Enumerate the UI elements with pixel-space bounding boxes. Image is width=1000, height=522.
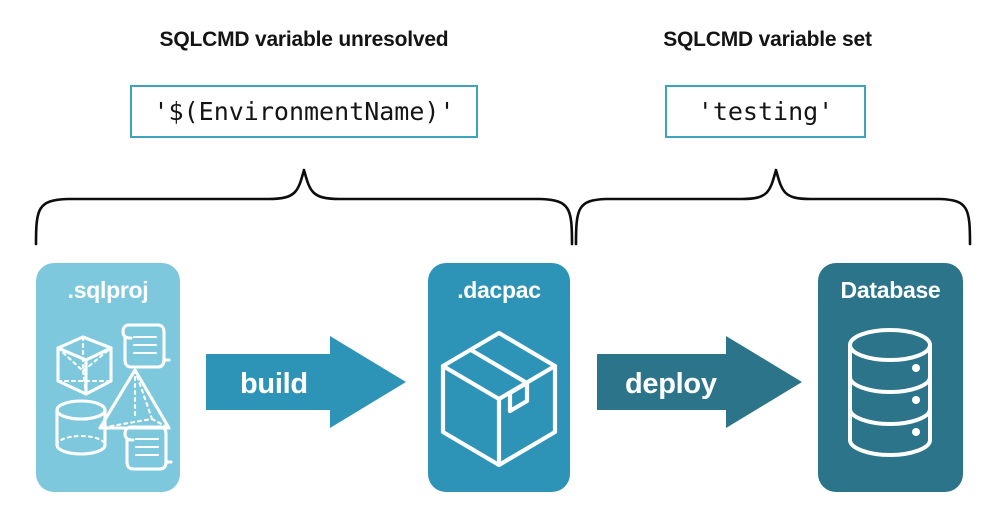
artifact-label-database: Database — [840, 277, 941, 303]
code-value-box-unresolved: '$(EnvironmentName)' — [130, 85, 478, 138]
cylinder-icon — [55, 399, 107, 456]
arrow-deploy: deploy — [597, 336, 802, 433]
scroll-icon — [121, 323, 171, 369]
arrow-deploy-shape — [597, 336, 802, 428]
package-box-icon — [440, 330, 558, 468]
cube-icon — [56, 335, 113, 396]
brace-build — [34, 168, 574, 246]
artifact-card-dacpac: .dacpac — [428, 263, 570, 492]
artifact-card-sqlproj: .sqlproj — [36, 263, 180, 492]
arrow-build: build — [206, 336, 406, 433]
database-cylinder-icon — [848, 328, 932, 457]
arrow-build-shape — [206, 336, 406, 428]
section-heading-set: SQLCMD variable set — [663, 28, 872, 51]
sqlproj-icon-group — [55, 323, 173, 471]
section-heading-unresolved: SQLCMD variable unresolved — [159, 28, 449, 51]
code-value-box-set: 'testing' — [665, 85, 866, 138]
scroll-icon — [123, 425, 173, 471]
artifact-label-dacpac: .dacpac — [457, 277, 541, 303]
artifact-label-sqlproj: .sqlproj — [67, 277, 149, 303]
brace-deploy — [574, 168, 972, 246]
artifact-card-database: Database — [818, 263, 963, 492]
